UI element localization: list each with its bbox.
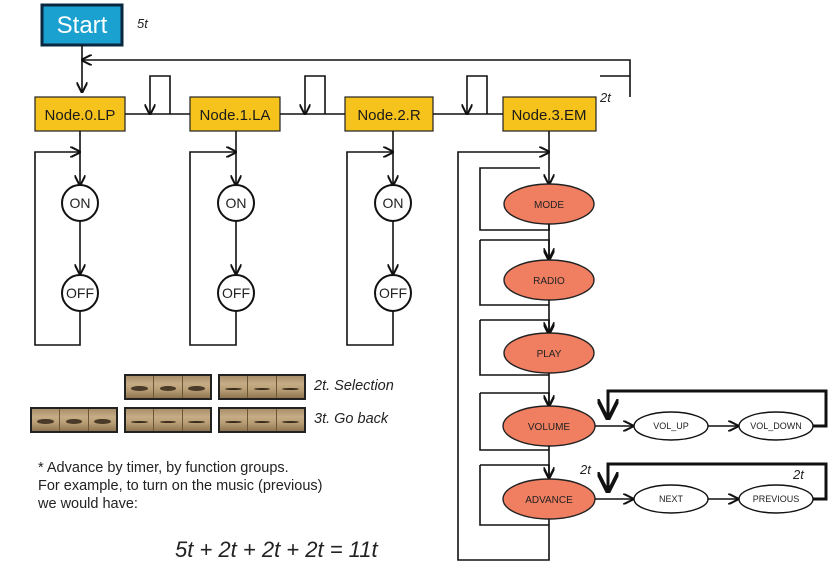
menu-advance-label: ADVANCE	[525, 495, 573, 506]
legend-selection: 2t. Selection	[314, 378, 394, 394]
start-time: 5t	[137, 16, 149, 31]
previous-label: PREVIOUS	[753, 494, 800, 504]
eye-image-back-1	[30, 407, 118, 433]
advance-submenu: NEXT PREVIOUS 2t	[595, 462, 828, 514]
menu-radio-label: RADIO	[533, 276, 565, 287]
menu-play[interactable]: PLAY	[503, 332, 595, 374]
node-3[interactable]: Node.3.EM	[502, 96, 597, 132]
formula-text: 5t + 2t + 2t + 2t = 11t	[175, 537, 378, 562]
eye-image-back-2	[124, 407, 212, 433]
node-0-label: Node.0.LP	[45, 107, 116, 124]
off-label-1: OFF	[222, 285, 250, 301]
menu-radio[interactable]: RADIO	[503, 259, 595, 301]
node-2-label: Node.2.R	[357, 107, 421, 124]
node-3-menu: MODE RADIO PLAY VOLUME ADVANCE	[457, 131, 596, 561]
eye-image-selection-2	[218, 374, 306, 400]
node-3-label: Node.3.EM	[511, 107, 586, 124]
next-button[interactable]: NEXT	[633, 484, 709, 514]
menu-mode-label: MODE	[534, 200, 564, 211]
vol-down-label: VOL_DOWN	[750, 421, 802, 431]
start-label: Start	[57, 12, 108, 39]
node-2-switches: ON OFF	[346, 131, 412, 346]
node-1-switches: ON OFF	[189, 131, 255, 346]
menu-mode[interactable]: MODE	[503, 183, 595, 225]
node-0[interactable]: Node.0.LP	[34, 96, 126, 132]
node-2[interactable]: Node.2.R	[344, 96, 434, 132]
menu-play-label: PLAY	[537, 349, 562, 360]
start-node[interactable]: Start	[40, 3, 124, 47]
off-label-2: OFF	[379, 285, 407, 301]
vol-up-label: VOL_UP	[653, 421, 689, 431]
eye-image-back-3	[218, 407, 306, 433]
next-label: NEXT	[659, 494, 684, 504]
previous-button[interactable]: PREVIOUS	[738, 484, 814, 514]
on-label-0: ON	[70, 195, 91, 211]
node-3-time: 2t	[599, 90, 612, 105]
note-text: * Advance by timer, by function groups. …	[38, 460, 323, 512]
eye-image-selection-1	[124, 374, 212, 400]
vol-down-button[interactable]: VOL_DOWN	[738, 411, 814, 441]
menu-advance[interactable]: ADVANCE	[502, 478, 596, 520]
node-1-label: Node.1.LA	[200, 107, 271, 124]
node-1[interactable]: Node.1.LA	[189, 96, 281, 132]
menu-volume[interactable]: VOLUME	[502, 405, 596, 447]
loop-return-line	[82, 60, 631, 97]
vol-up-button[interactable]: VOL_UP	[633, 411, 709, 441]
on-label-2: ON	[383, 195, 404, 211]
on-label-1: ON	[226, 195, 247, 211]
node-0-switches: ON OFF	[34, 131, 99, 346]
volume-submenu: VOL_UP VOL_DOWN	[595, 389, 828, 441]
previous-time: 2t	[792, 467, 805, 482]
legend-go-back: 3t. Go back	[314, 411, 389, 427]
menu-volume-label: VOLUME	[528, 422, 571, 433]
advance-time: 2t	[579, 462, 592, 477]
off-label-0: OFF	[66, 285, 94, 301]
